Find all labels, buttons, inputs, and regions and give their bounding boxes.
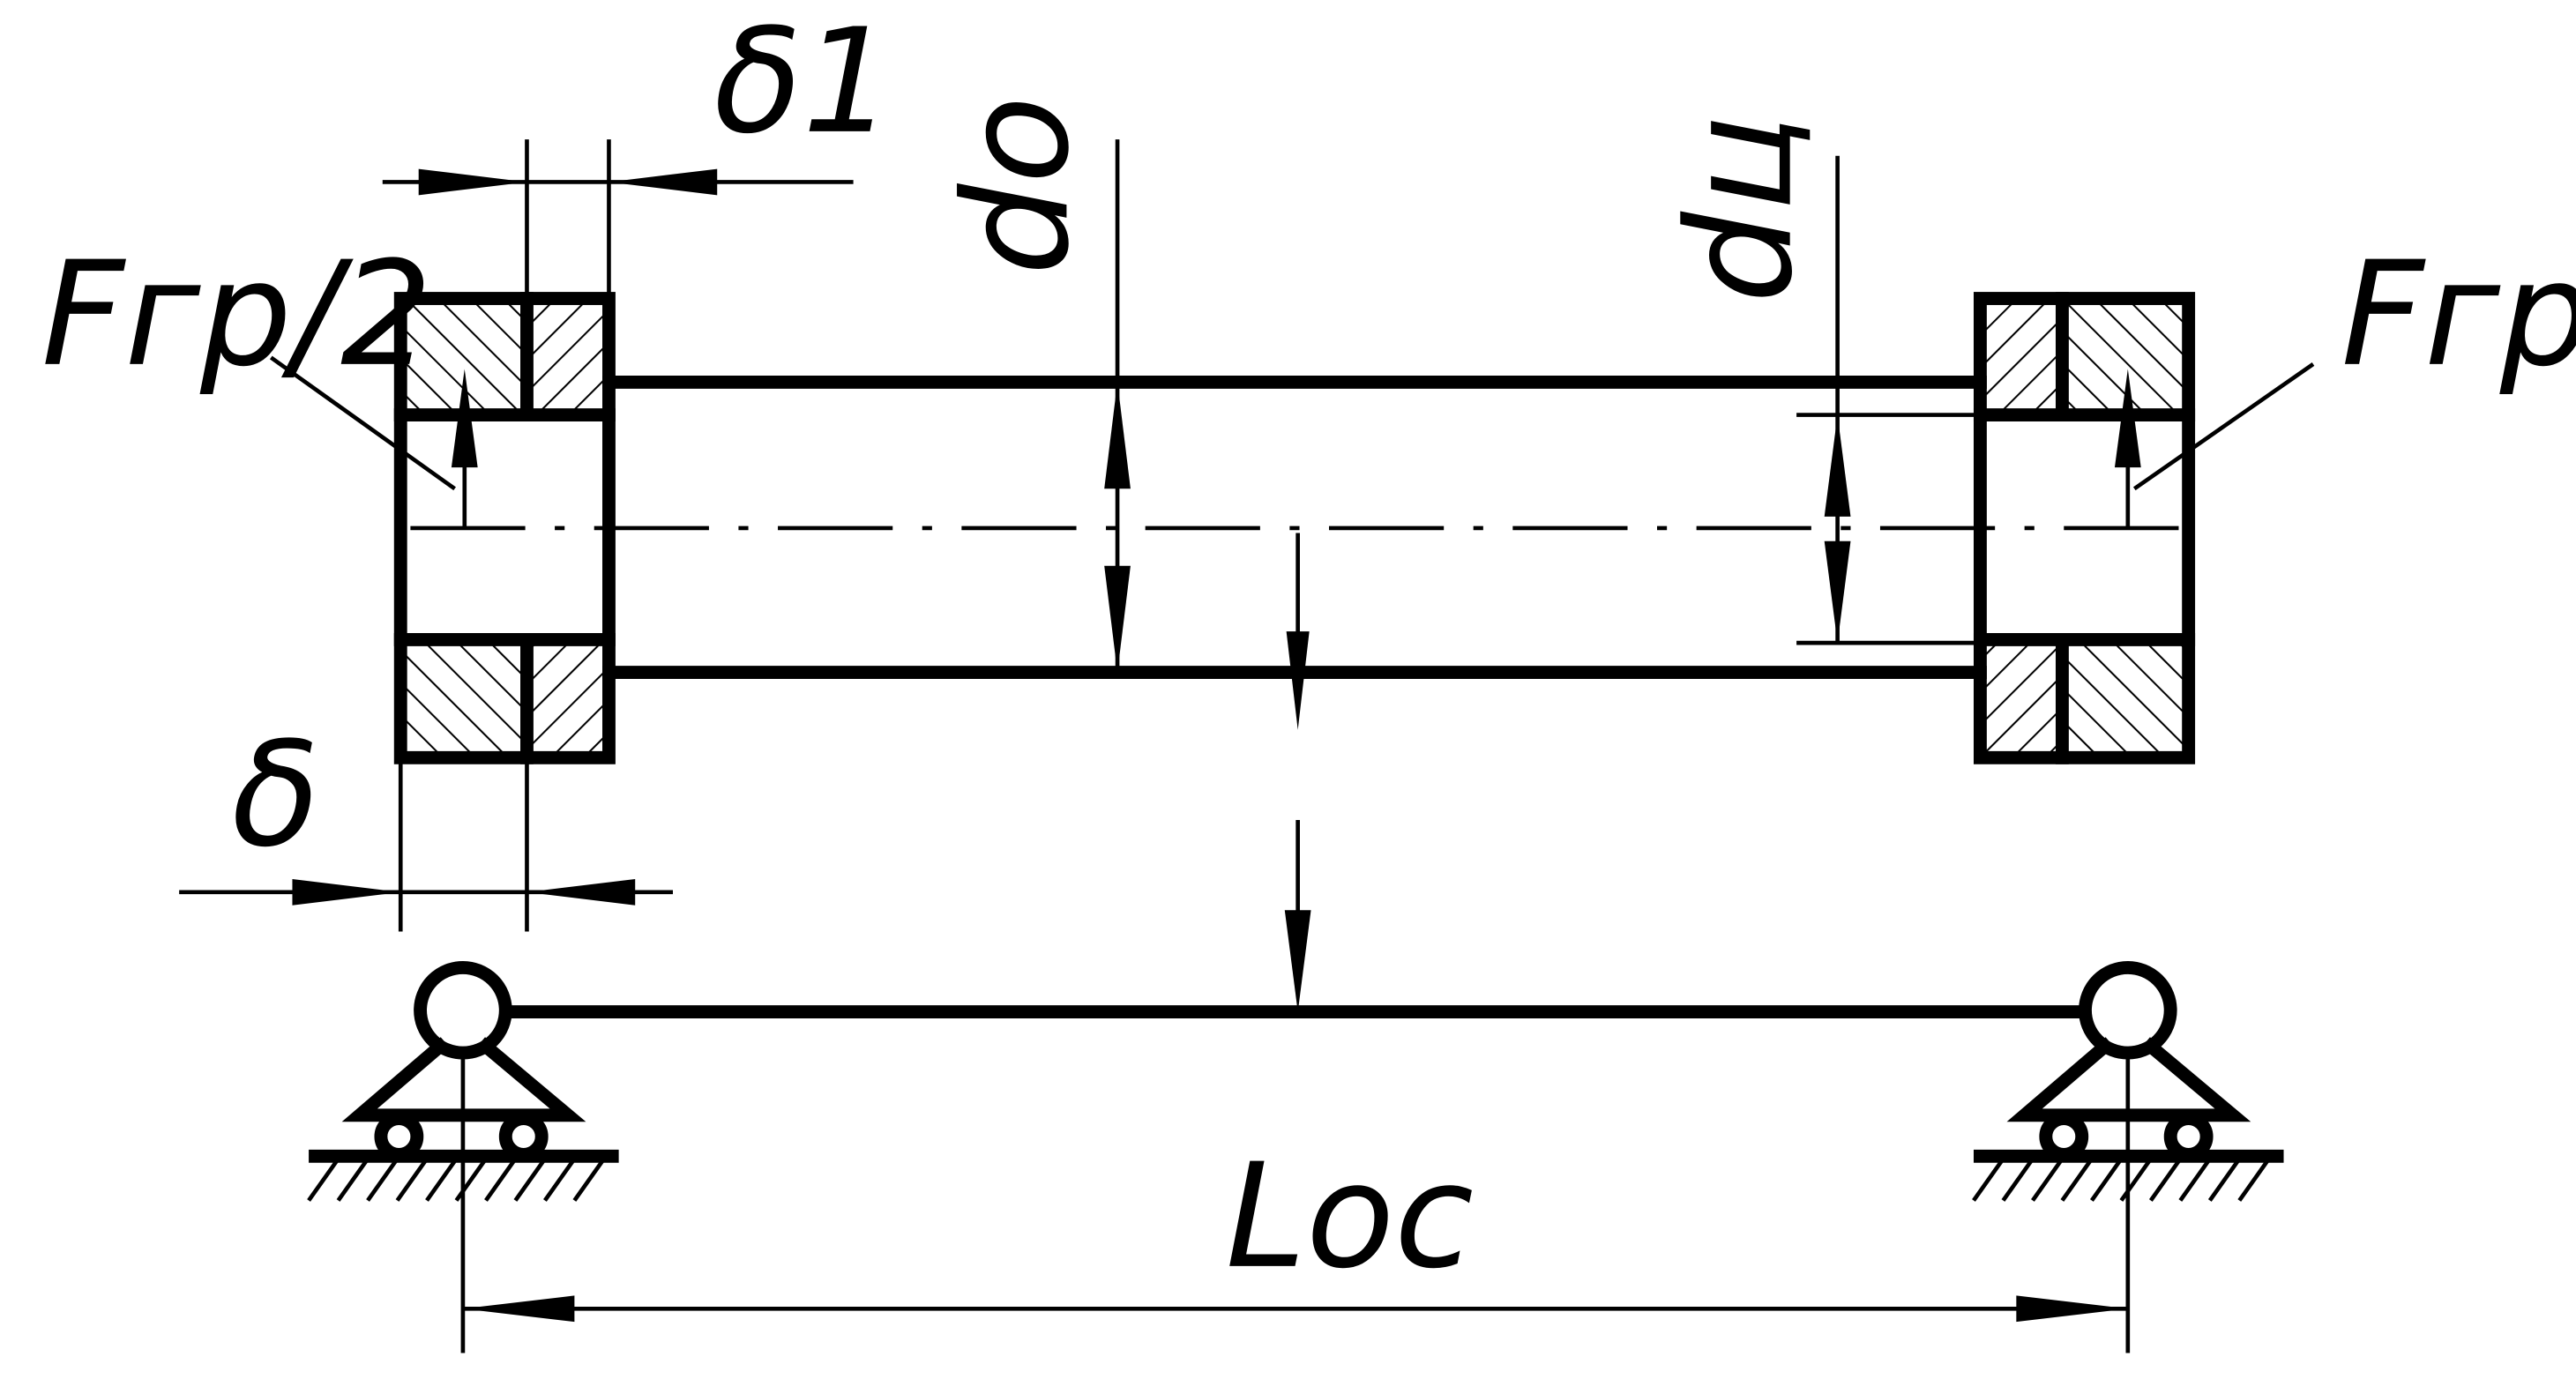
label-d-axle: dо <box>932 95 1101 275</box>
force-left <box>269 355 478 528</box>
dimension-d-axle <box>1104 139 1131 673</box>
dimension-span <box>460 1053 2131 1353</box>
label-d-journal: dц <box>1656 114 1825 303</box>
label-span: Lос <box>1226 1132 1474 1301</box>
label-delta1: δ1 <box>714 0 894 166</box>
central-load <box>1284 533 1311 1012</box>
dimension-delta1 <box>382 139 854 299</box>
left-support <box>307 960 619 1202</box>
right-support <box>1972 960 2284 1202</box>
force-right <box>2114 362 2315 528</box>
label-force-right: Fгр/2 <box>2341 230 2576 399</box>
dimension-d-journal <box>1796 155 1981 645</box>
label-delta: δ <box>232 711 320 879</box>
dimension-delta <box>179 757 674 932</box>
label-force-left: Fгр/2 <box>41 230 432 399</box>
